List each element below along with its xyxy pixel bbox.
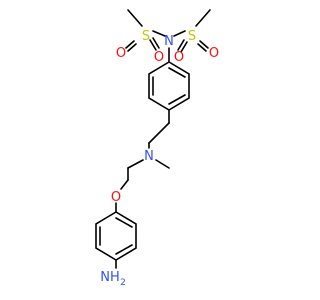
bond-s2-o3	[177, 39, 185, 51]
structure-canvas: O S O N S O O N O NH 2	[95, 9, 219, 288]
ring-upper-inner-1	[168, 67, 186, 78]
atom-oxygen-4: O	[209, 46, 219, 61]
bond-s2-o3-double	[180, 41, 188, 53]
bond-n2-methyl	[155, 159, 170, 169]
atom-oxygen-2: O	[154, 50, 164, 65]
bond-s1-o1-double	[127, 43, 137, 52]
atom-oxygen-3: O	[174, 50, 184, 65]
atom-nitrogen-2: N	[144, 149, 154, 164]
molecule-structure: O S O N S O O N O NH 2	[95, 9, 219, 288]
bond-s1-o2-double	[152, 37, 160, 49]
bond-s1-o2	[149, 39, 157, 51]
atom-sulfur-2: S	[188, 29, 196, 44]
bond-n2-ch2c	[127, 159, 144, 169]
atom-amine-subscript: 2	[120, 278, 126, 288]
atom-oxygen-5: O	[111, 190, 121, 205]
bond-methyl2-s2	[195, 9, 211, 27]
bond-s2-o4	[199, 40, 209, 49]
bond-ch2a-ch2b	[148, 122, 170, 144]
ring-lower-benzene	[95, 211, 137, 261]
ring-upper-inner-2	[168, 94, 186, 105]
atom-amine-nh: NH	[100, 270, 120, 285]
atom-nitrogen-1: N	[164, 34, 174, 49]
ring-upper-benzene	[148, 61, 190, 111]
bond-s1-n1	[152, 30, 166, 37]
atom-oxygen-1: O	[116, 46, 126, 61]
bond-ch2d-o5	[120, 179, 129, 190]
bond-s2-o4-double	[197, 43, 207, 52]
bond-s1-o1	[125, 40, 135, 49]
ring-lower-inner-2	[115, 244, 133, 255]
atom-sulfur-1: S	[142, 29, 150, 44]
bond-s2-n1	[173, 30, 186, 37]
ring-lower-inner-1	[115, 217, 133, 228]
bond-methyl1-s1	[127, 9, 143, 27]
